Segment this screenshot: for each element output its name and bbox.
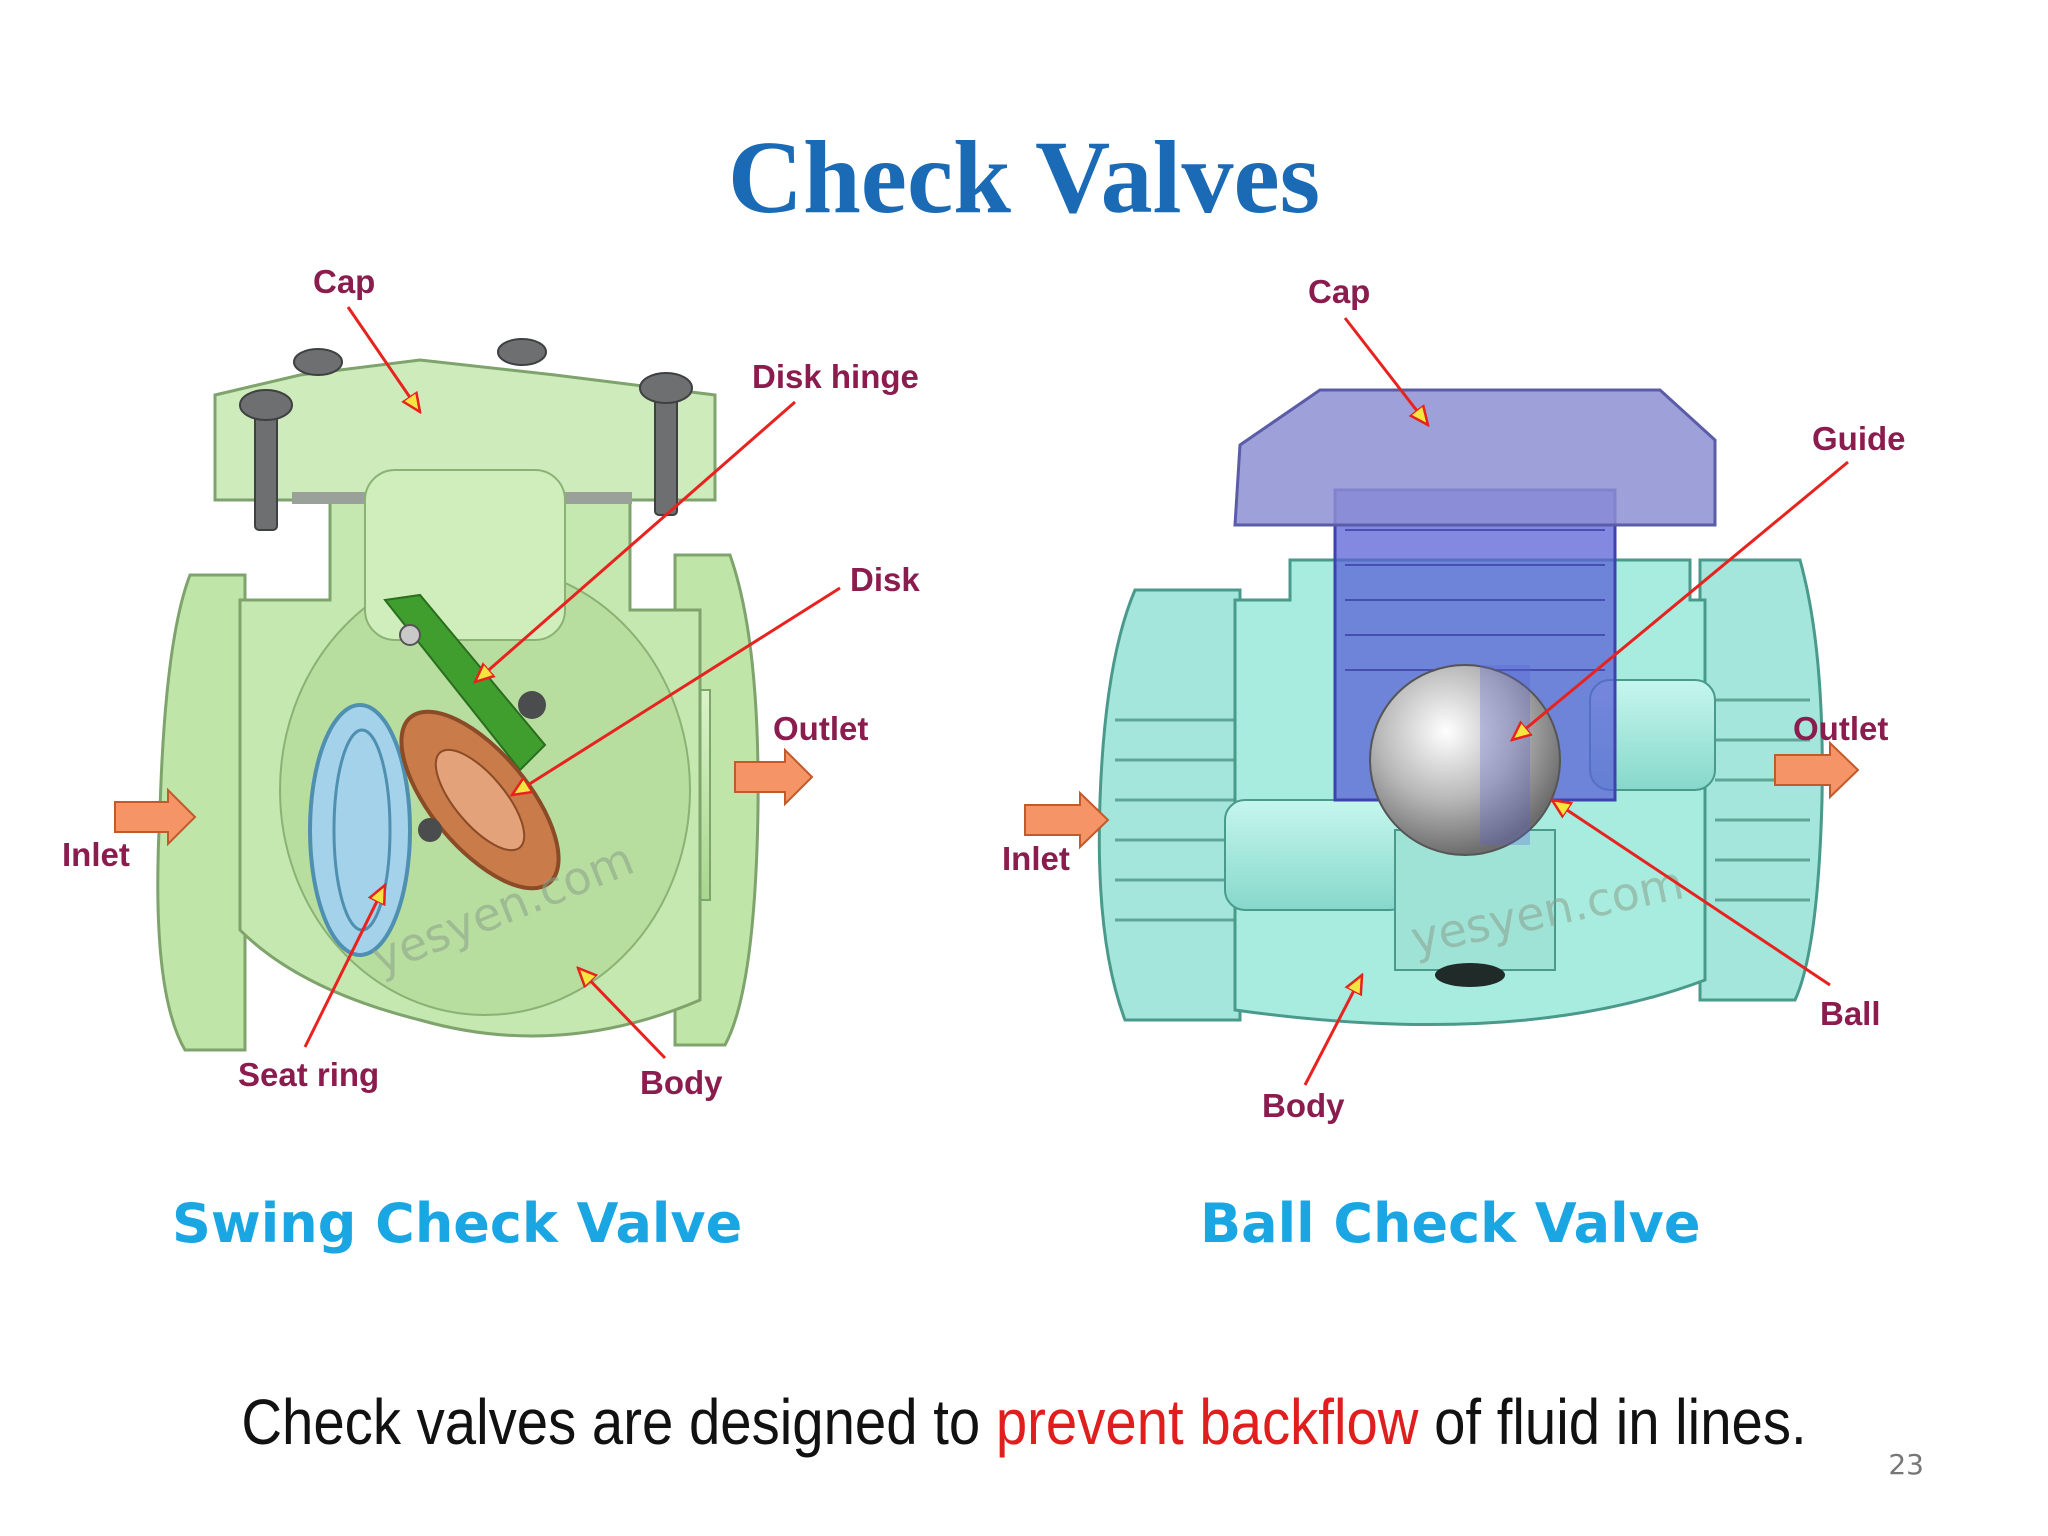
- swing-check-valve-caption: Swing Check Valve: [172, 1192, 743, 1255]
- swing-disk-hinge-shape: [383, 593, 547, 772]
- ball-body-leader: [1303, 975, 1362, 1086]
- swing-seat-ring-shape: [308, 703, 412, 957]
- ball-cap-shape: [1233, 388, 1717, 527]
- swing-label-seat-ring: Seat ring: [238, 1056, 379, 1093]
- ball-check-valve-illustration: yesyen.com: [1097, 388, 1824, 1027]
- swing-bolt-head: [293, 348, 343, 376]
- statement-after: of fluid in lines.: [1418, 1386, 1807, 1458]
- swing-bolt-head: [497, 338, 547, 366]
- ball-inlet-passage: [1224, 799, 1411, 911]
- ball-inlet-flange: [1097, 588, 1242, 1022]
- ball-bottom-port: [1435, 963, 1505, 987]
- ball-label-inlet: Inlet: [1002, 840, 1070, 877]
- swing-dome: [364, 469, 566, 641]
- swing-label-disk-hinge: Disk hinge: [752, 358, 919, 395]
- swing-seat-ring-leader: [303, 885, 385, 1048]
- swing-inlet-flow-arrow: [114, 787, 197, 847]
- ball-label-body: Body: [1262, 1087, 1345, 1124]
- swing-disk-hinge-leader: [475, 400, 796, 682]
- swing-check-valve-illustration: yesyen.com: [156, 338, 760, 1052]
- ball-outlet-flow-arrow: [1774, 740, 1860, 800]
- swing-body-leader: [578, 968, 667, 1060]
- swing-bolt: [239, 389, 293, 531]
- swing-label-inlet: Inlet: [62, 836, 130, 873]
- statement-before: Check valves are designed to: [241, 1386, 996, 1458]
- ball-guide-leader: [1512, 460, 1849, 740]
- ball-outlet-threads: [1715, 698, 1810, 902]
- swing-cap-leader: [346, 306, 420, 412]
- ball-label-ball: Ball: [1820, 995, 1881, 1032]
- ball-check-valve-caption: Ball Check Valve: [1200, 1192, 1701, 1255]
- swing-label-disk: Disk: [850, 561, 920, 598]
- swing-bolt: [639, 372, 693, 516]
- swing-label-outlet: Outlet: [773, 710, 868, 747]
- swing-label-cap: Cap: [313, 263, 375, 300]
- ball-shape: [1369, 664, 1561, 856]
- swing-outlet-flow-arrow: [734, 747, 814, 807]
- statement: Check valves are designed to prevent bac…: [123, 1385, 1925, 1459]
- swing-label-body: Body: [640, 1064, 723, 1101]
- page-number: 23: [1888, 1448, 1924, 1481]
- ball-label-outlet: Outlet: [1793, 710, 1888, 747]
- ball-cap-leader: [1343, 317, 1428, 425]
- statement-highlight: prevent backflow: [995, 1386, 1419, 1458]
- ball-label-guide: Guide: [1812, 420, 1906, 457]
- ball-ball-leader: [1552, 800, 1831, 987]
- swing-disk-leader: [512, 586, 841, 795]
- ball-label-cap: Cap: [1308, 273, 1370, 310]
- ball-inlet-threads: [1115, 718, 1235, 922]
- slide-title: Check Valves: [727, 120, 1321, 235]
- ball-inlet-flow-arrow: [1024, 790, 1110, 850]
